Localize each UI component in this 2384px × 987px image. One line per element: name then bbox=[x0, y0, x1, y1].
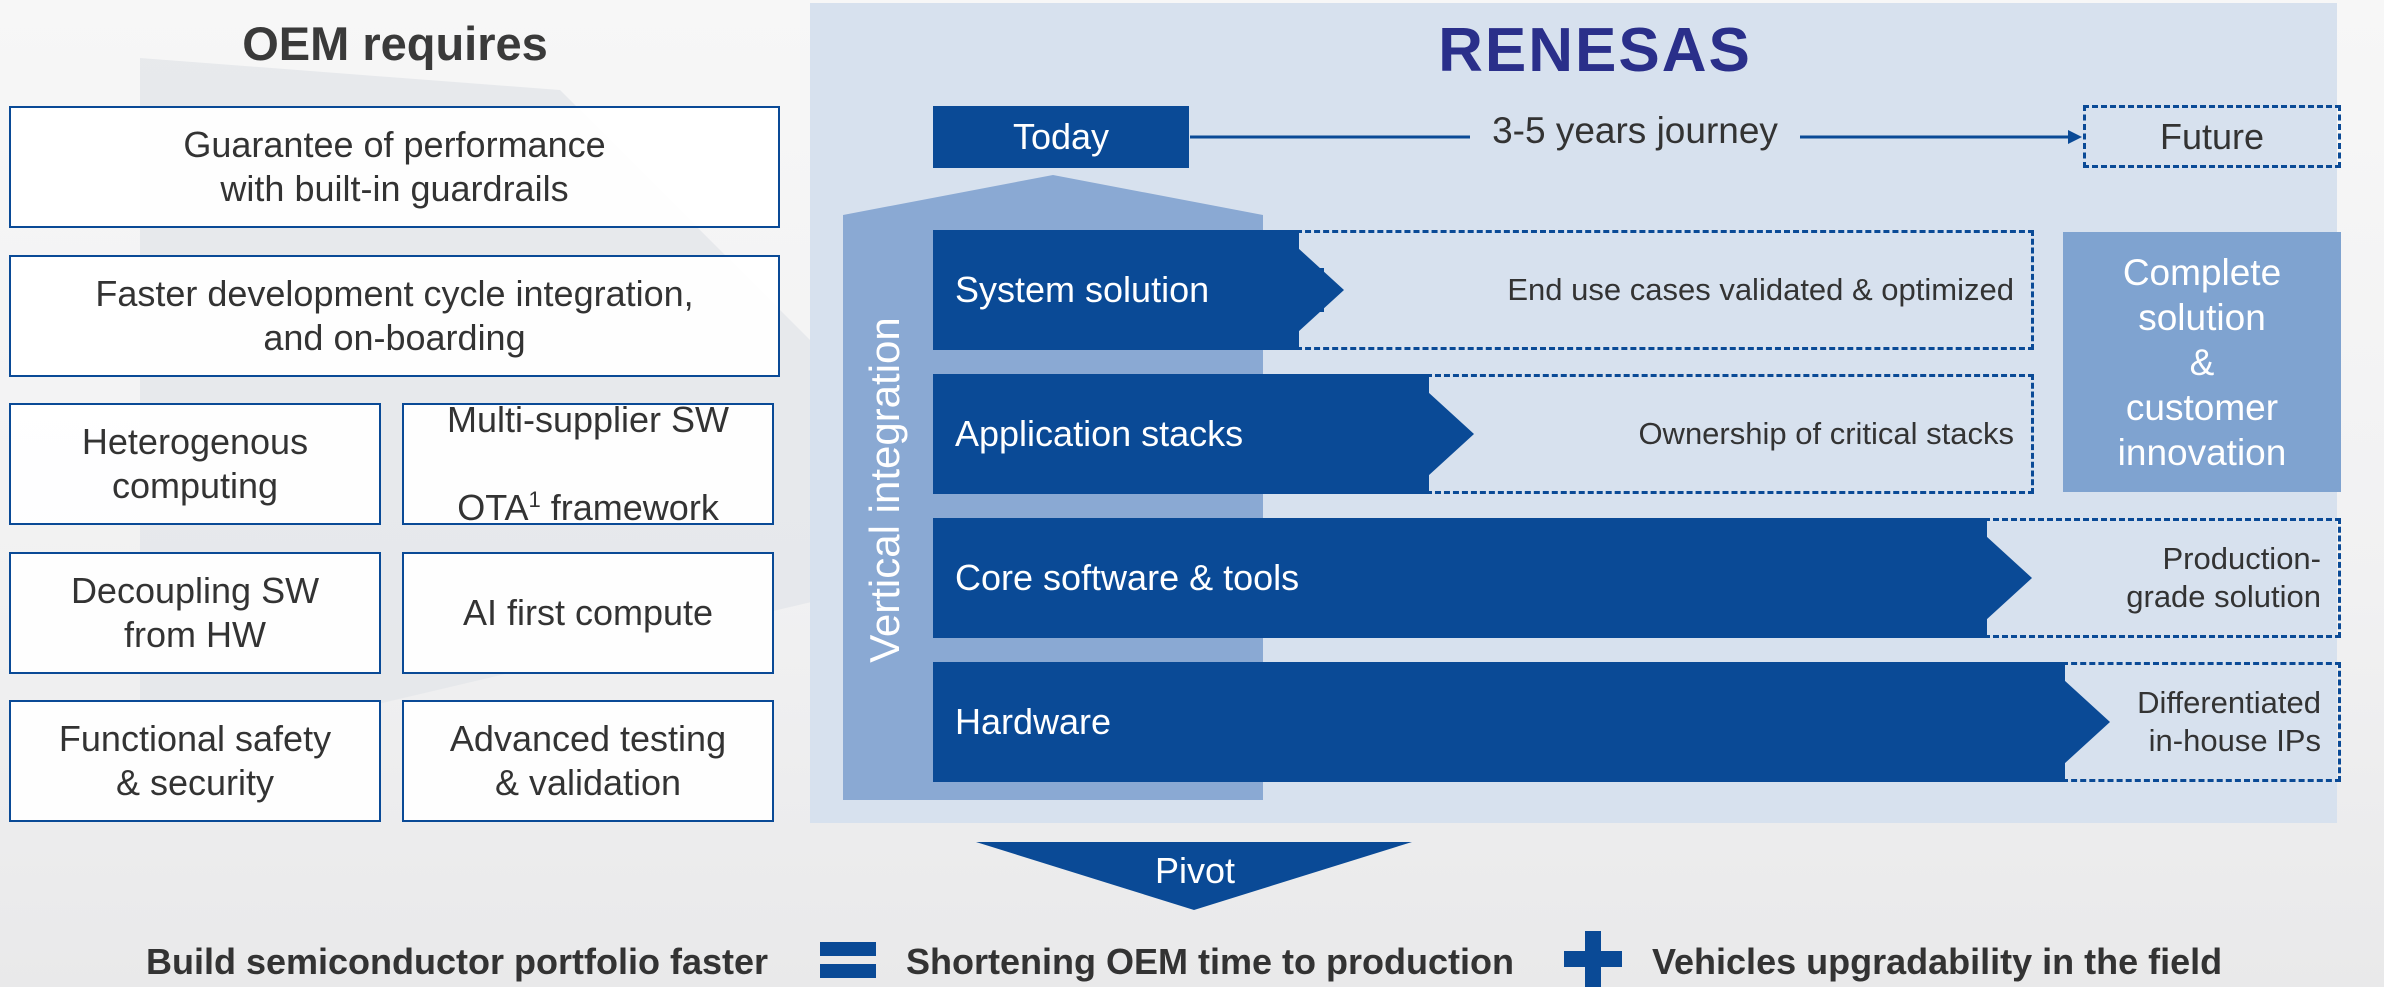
vertical-integration-text: Vertical integration bbox=[861, 317, 908, 663]
future-label: Future bbox=[2083, 105, 2341, 168]
req-performance-guardrails: Guarantee of performance with built-in g… bbox=[9, 106, 780, 228]
journey-label: 3-5 years journey bbox=[1492, 110, 1778, 151]
system-solution-arrowhead bbox=[1298, 248, 1344, 332]
req-ota-line: OTA1 framework bbox=[447, 486, 729, 530]
req-functional-safety: Functional safety & security bbox=[9, 700, 381, 822]
bottom-portfolio-text: Build semiconductor portfolio faster bbox=[146, 941, 769, 982]
req-decoupling-sw-hw: Decoupling SW from HW bbox=[9, 552, 381, 674]
system-solution-target: End use cases validated & optimized bbox=[1507, 272, 2014, 307]
hardware-arrowhead bbox=[2064, 680, 2110, 764]
req-faster-development: Faster development cycle integration, an… bbox=[9, 255, 780, 377]
equals-icon bbox=[820, 942, 876, 978]
vertical-integration-label: Vertical integration bbox=[850, 300, 920, 680]
hardware-target: Differentiated in-house IPs bbox=[2137, 685, 2321, 758]
footnote-1: 1 bbox=[528, 487, 541, 512]
core-software-arrowhead bbox=[1986, 536, 2032, 620]
system-solution-bar: System solution bbox=[933, 230, 1299, 350]
req-heterogenous-computing: Heterogenous computing bbox=[9, 403, 381, 525]
framework-text: framework bbox=[540, 487, 719, 528]
pivot-label: Pivot bbox=[1154, 850, 1236, 891]
req-multi-supplier-ota: Multi-supplier SW OTA1 framework bbox=[402, 399, 774, 528]
oem-requires-title: OEM requires bbox=[242, 17, 548, 70]
renesas-logo-text: RENESAS bbox=[1438, 16, 1752, 85]
renesas-logo: RENESAS bbox=[1438, 16, 1752, 85]
pivot-arrow bbox=[976, 842, 1412, 910]
req-advanced-testing: Advanced testing & validation bbox=[402, 700, 774, 822]
hardware-bar: Hardware bbox=[933, 662, 2065, 782]
req-ai-first-compute: AI first compute bbox=[402, 552, 774, 674]
core-software-target: Production- grade solution bbox=[2126, 541, 2321, 614]
req-multi-supplier-line1: Multi-supplier SW bbox=[446, 399, 730, 440]
application-stacks-arrowhead bbox=[1428, 392, 1474, 476]
application-stacks-target: Ownership of critical stacks bbox=[1638, 416, 2014, 451]
today-label: Today bbox=[933, 106, 1189, 168]
bottom-upgradability-text: Vehicles upgradability in the field bbox=[1652, 941, 2223, 982]
plus-icon bbox=[1564, 931, 1622, 987]
bottom-oem-time-text: Shortening OEM time to production bbox=[906, 941, 1514, 982]
application-stacks-bar: Application stacks bbox=[933, 374, 1429, 494]
core-software-bar: Core software & tools bbox=[933, 518, 1987, 638]
ota-text: OTA bbox=[457, 487, 529, 528]
timeline-arrow bbox=[1190, 130, 2082, 144]
complete-solution-box: Complete solution & customer innovation bbox=[2063, 232, 2341, 492]
